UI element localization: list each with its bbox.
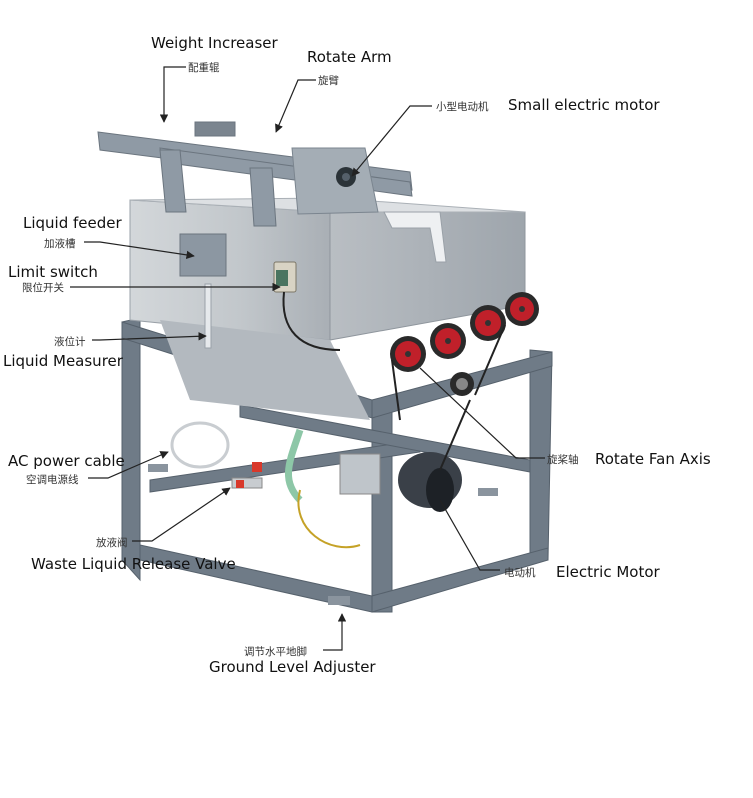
label-electric-motor-zh: 电动机 (504, 567, 536, 579)
label-electric-motor-en: Electric Motor (556, 563, 660, 581)
leader-lines (70, 66, 545, 651)
label-ac-power-cable-zh: 空调电源线 (26, 474, 79, 486)
label-rotate-fan-axis-en: Rotate Fan Axis (595, 450, 711, 468)
label-limit-switch-en: Limit switch (8, 263, 98, 281)
liquid-measurer-tube (204, 283, 212, 349)
label-liquid-measurer-en: Liquid Measurer (3, 352, 123, 370)
label-ground-level-adjuster-zh: 调节水平地脚 (244, 646, 307, 658)
label-liquid-feeder-zh: 加液槽 (44, 238, 76, 250)
label-liquid-feeder-en: Liquid feeder (23, 214, 122, 232)
motor-housing (291, 147, 379, 215)
label-ground-level-adjuster-en: Ground Level Adjuster (209, 658, 376, 676)
pulleys (390, 292, 539, 421)
ac-cable-coil (170, 421, 230, 469)
hose (284, 428, 304, 503)
label-small-electric-motor-en: Small electric motor (508, 96, 660, 114)
label-rotate-arm-zh: 旋臂 (318, 75, 339, 87)
label-weight-increaser-zh: 配重辊 (188, 62, 220, 74)
label-liquid-measurer-zh: 液位计 (54, 336, 86, 348)
label-limit-switch-zh: 限位开关 (22, 282, 64, 294)
label-rotate-fan-axis-zh: 旋桨轴 (547, 454, 579, 466)
label-waste-liquid-release-valve-zh: 放液阀 (96, 537, 128, 549)
label-small-electric-motor-zh: 小型电动机 (436, 101, 489, 113)
label-rotate-arm-en: Rotate Arm (307, 48, 392, 66)
valve (231, 462, 263, 489)
label-weight-increaser-en: Weight Increaser (151, 34, 278, 52)
label-ac-power-cable-en: AC power cable (8, 452, 125, 470)
label-waste-liquid-release-valve-en: Waste Liquid Release Valve (31, 555, 236, 573)
electric-motor-body (398, 399, 471, 512)
feet-icon (148, 464, 498, 605)
